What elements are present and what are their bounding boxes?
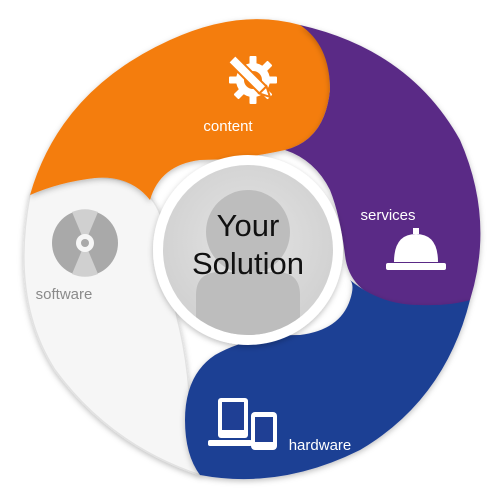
segment-services	[285, 25, 481, 307]
hardware-label: hardware	[289, 437, 352, 454]
person-silhouette-icon	[196, 190, 300, 335]
service-bell-icon	[386, 228, 446, 270]
gear-pencil-icon	[226, 53, 277, 104]
disc-icon	[52, 209, 118, 277]
software-label: software	[36, 286, 93, 303]
content-label: content	[203, 118, 253, 135]
services-label: services	[360, 207, 415, 224]
center-title-line2: Solution	[192, 246, 304, 281]
center-title-line1: Your	[217, 208, 280, 243]
laptop-tablet-icon	[208, 398, 277, 450]
